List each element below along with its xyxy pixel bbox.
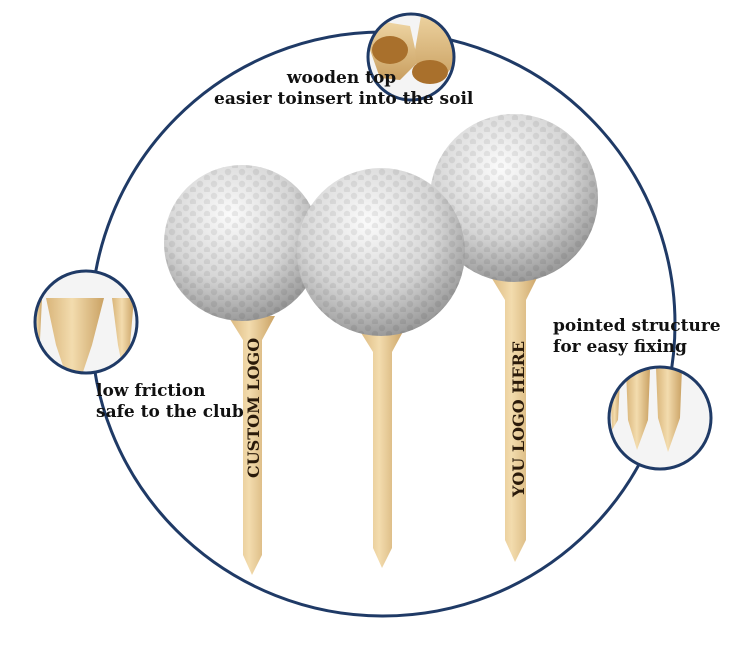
callout-right-line2: for easy fixing bbox=[553, 337, 687, 357]
tee-text-left: CUSTOM LOGO bbox=[244, 338, 263, 478]
callout-right-line1: pointed structure bbox=[553, 316, 721, 336]
golf-ball-left bbox=[164, 165, 320, 321]
golf-ball-right bbox=[430, 114, 598, 282]
tee-text-right: YOU LOGO HERE bbox=[509, 341, 528, 498]
inset-pointed-structure bbox=[607, 365, 713, 471]
callout-wooden-top: wooden top easier toinsert into the soil bbox=[214, 68, 474, 110]
golf-ball-middle bbox=[297, 168, 465, 336]
golf-tee-middle bbox=[358, 328, 405, 568]
callout-pointed-structure: pointed structure for easy fixing bbox=[553, 316, 721, 358]
golf-tee-left: CUSTOM LOGO bbox=[228, 316, 275, 575]
callout-top-line1: wooden top bbox=[286, 68, 397, 88]
inset-low-friction bbox=[33, 269, 139, 375]
callout-left-line1: low friction bbox=[96, 381, 206, 401]
callout-left-line2: safe to the club bbox=[96, 402, 244, 422]
golf-tee-right: YOU LOGO HERE bbox=[488, 272, 540, 562]
callout-low-friction: low friction safe to the club bbox=[96, 381, 244, 423]
callout-top-line2: easier toinsert into the soil bbox=[214, 89, 474, 109]
